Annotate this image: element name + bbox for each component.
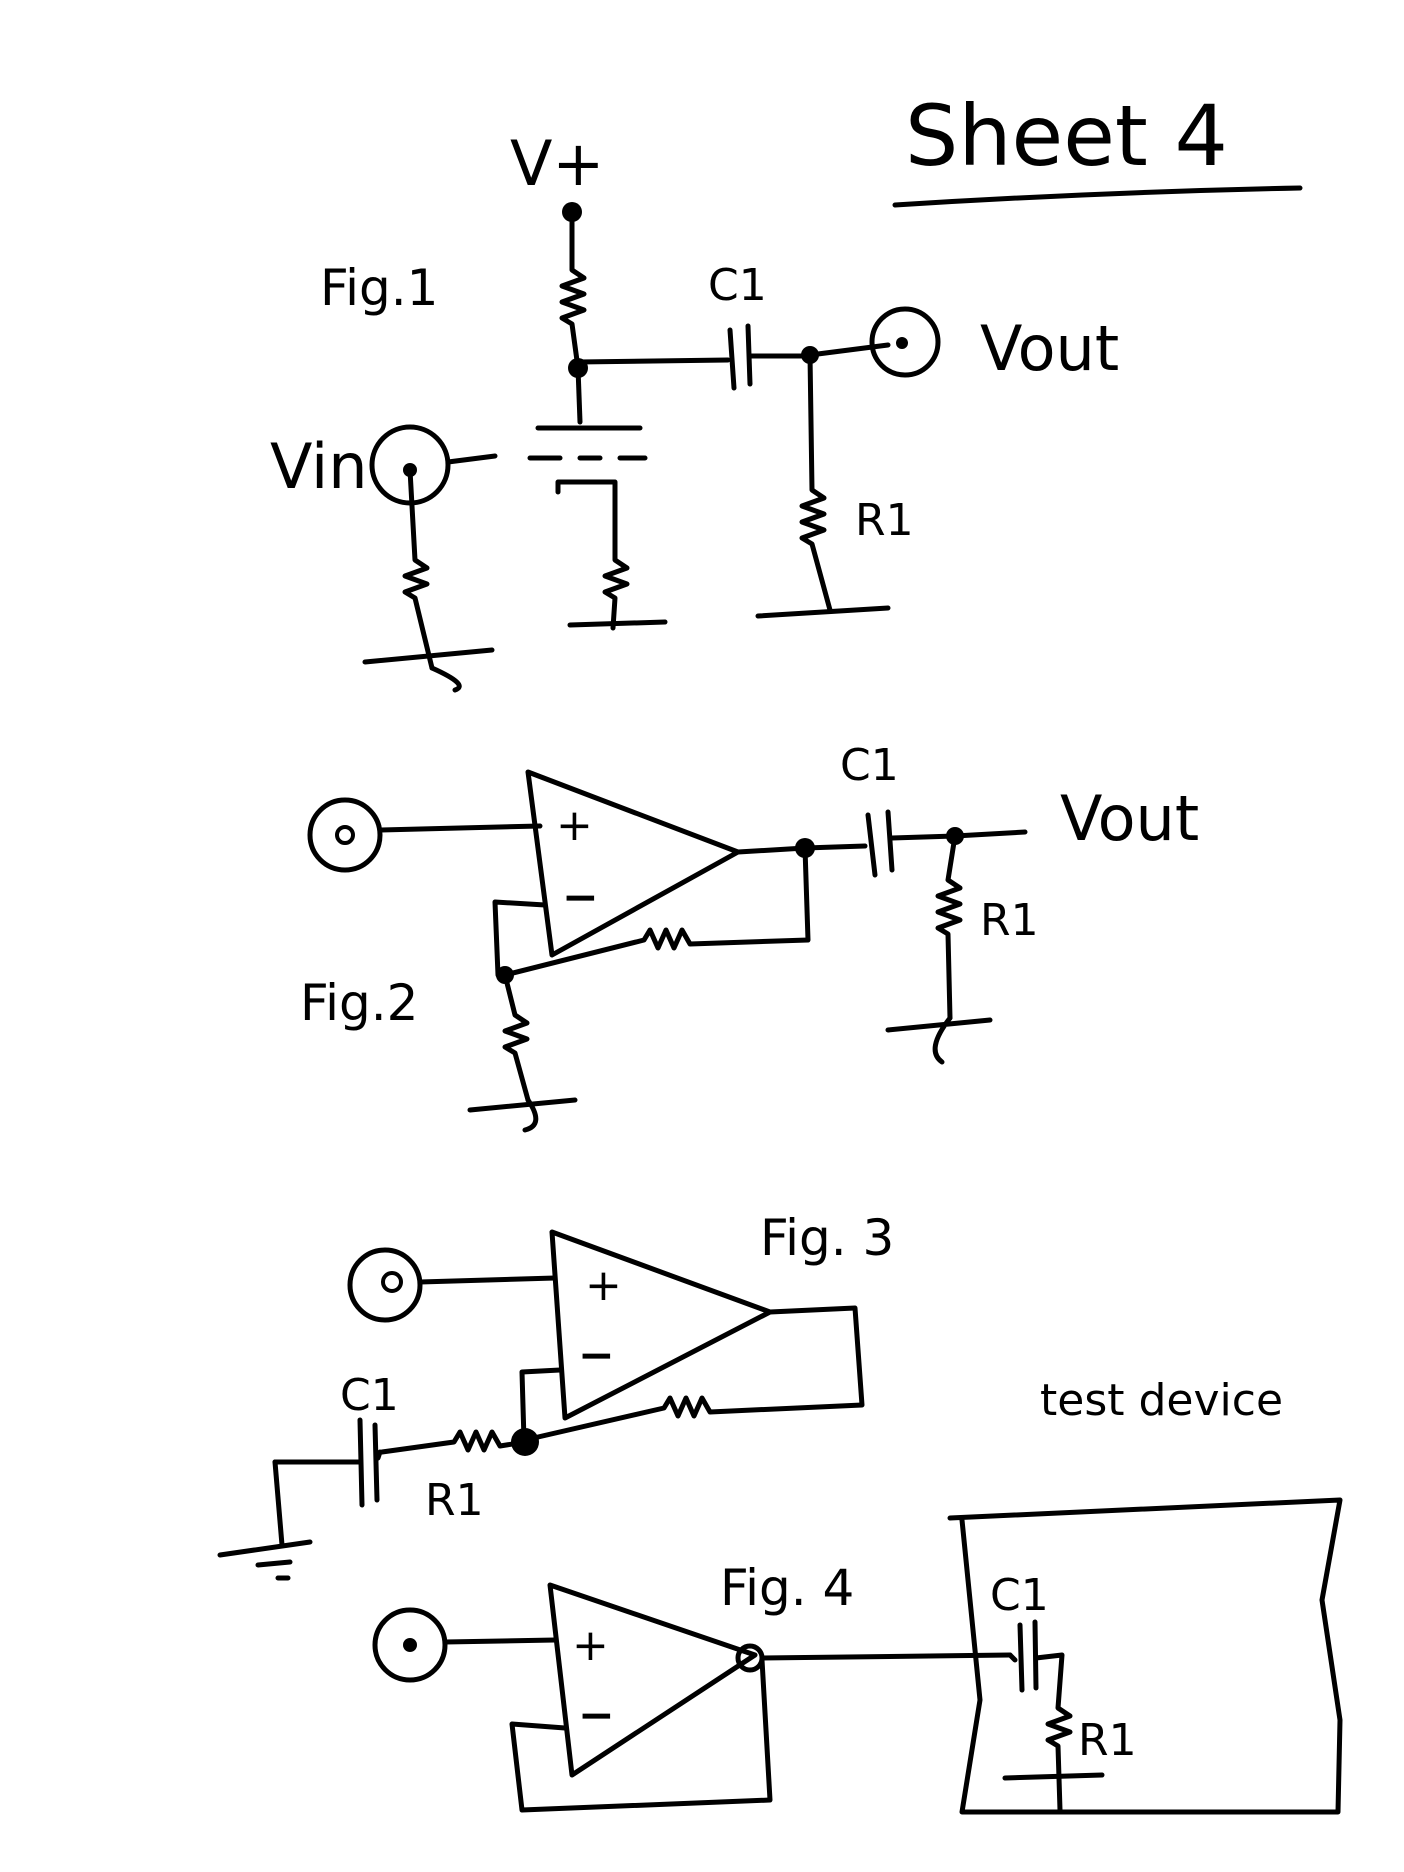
fig4-opamp-triangle [547, 1582, 758, 1778]
fig2-input-jack [307, 797, 383, 873]
fig4-capacitor-resistor [1007, 1619, 1073, 1813]
fig3-capacitor-label: C1 [340, 1370, 399, 1421]
fig2-vout-wire [952, 829, 1028, 839]
fig4-input-wire [442, 1637, 558, 1645]
fig3-input-jack [347, 1247, 423, 1323]
fig1-output-jack [869, 306, 941, 378]
fig3-resistor-label: R1 [425, 1475, 484, 1526]
fig1-label: Fig.1 [320, 259, 438, 317]
fig1-input-ground [362, 647, 495, 693]
fig3-ground-wire [272, 1459, 285, 1548]
fig3-opamp-triangle [549, 1229, 773, 1421]
fig2-plus-sign: + [556, 800, 593, 851]
fig2-inverting-wire [492, 899, 548, 978]
fig4-capacitor-label: C1 [990, 1570, 1049, 1621]
fig4-follower-loop [509, 1657, 773, 1813]
fig2-ground [467, 1097, 578, 1133]
fig2-resistor-r1 [935, 833, 963, 1021]
fig1-input-label: Vin [270, 430, 368, 503]
fig1-output-jack-center [896, 337, 908, 349]
fig2-capacitor-c1 [802, 809, 958, 878]
fig4-output-wire [759, 1652, 1013, 1661]
fig1-r1-ground [755, 605, 891, 619]
fig1-collector-lead [575, 365, 583, 425]
fig1-capacitor-label: C1 [708, 260, 767, 311]
fig2-opamp-triangle [525, 769, 741, 958]
fig2-ground-resistor [502, 972, 531, 1103]
fig3-inverting-wire [519, 1367, 563, 1443]
fig2-input-wire [377, 823, 543, 833]
sheet-header: Sheet 4 [892, 87, 1303, 208]
fig3-opamp-circuit: Fig. 3 + − R1 C1 [217, 1209, 894, 1581]
fig3-minus-sign: − [578, 1330, 615, 1381]
fig1-output-label: Vout [980, 312, 1119, 385]
fig1-transistor-circuit: Fig.1 V+ C1 Vout R1 Vin [270, 127, 1119, 693]
fig4-test-setup: Fig. 4 + − test device C1 R1 [372, 1375, 1343, 1815]
fig3-input-wire [417, 1275, 558, 1285]
fig1-resistor-r1 [799, 352, 833, 613]
title-underline [892, 185, 1303, 208]
fig1-input-resistor [402, 467, 435, 671]
fig1-resistor-label: R1 [855, 495, 914, 546]
sheet-title: Sheet 4 [905, 87, 1228, 185]
fig3-plus-sign: + [585, 1260, 622, 1311]
fig1-input-wire [445, 453, 498, 465]
fig4-ground [1002, 1772, 1105, 1781]
fig2-r1-ground [885, 1015, 993, 1065]
fig2-capacitor-label: C1 [840, 740, 899, 791]
fig4-test-device-box [947, 1497, 1343, 1815]
fig3-ground-symbol [217, 1539, 313, 1581]
fig4-input-jack [372, 1607, 448, 1683]
fig3-resistor-r1 [379, 1429, 528, 1455]
fig3-feedback-resistor [522, 1305, 865, 1443]
fig3-input-jack-center [381, 1271, 403, 1293]
fig4-device-label: test device [1040, 1375, 1283, 1426]
fig2-opamp-circuit: Fig.2 + − C1 Vout R1 [300, 740, 1199, 1133]
fig4-input-jack-center [403, 1638, 417, 1652]
fig1-collector-resistor [559, 209, 587, 371]
fig1-to-cap-wire [575, 357, 731, 365]
fig2-output-label: Vout [1060, 782, 1199, 855]
fig1-output-wire [807, 342, 891, 358]
fig2-resistor-label: R1 [980, 895, 1039, 946]
fig2-label: Fig.2 [300, 974, 418, 1032]
fig2-feedback-resistor [502, 845, 811, 978]
fig4-resistor-label: R1 [1078, 1715, 1137, 1766]
fig4-minus-sign: − [578, 1690, 615, 1741]
fig3-label: Fig. 3 [760, 1209, 894, 1267]
fig1-capacitor-c1 [727, 323, 753, 391]
fig1-source-resistor [555, 479, 630, 631]
fig4-label: Fig. 4 [720, 1559, 854, 1617]
fig2-input-jack-center [335, 825, 355, 845]
fig2-output-wire [735, 845, 808, 855]
fig4-plus-sign: + [572, 1620, 609, 1671]
fig1-supply-label: V+ [510, 127, 604, 200]
fig2-minus-sign: − [562, 872, 599, 923]
fig3-capacitor-c1 [272, 1417, 383, 1508]
fig1-source-ground [567, 619, 668, 628]
